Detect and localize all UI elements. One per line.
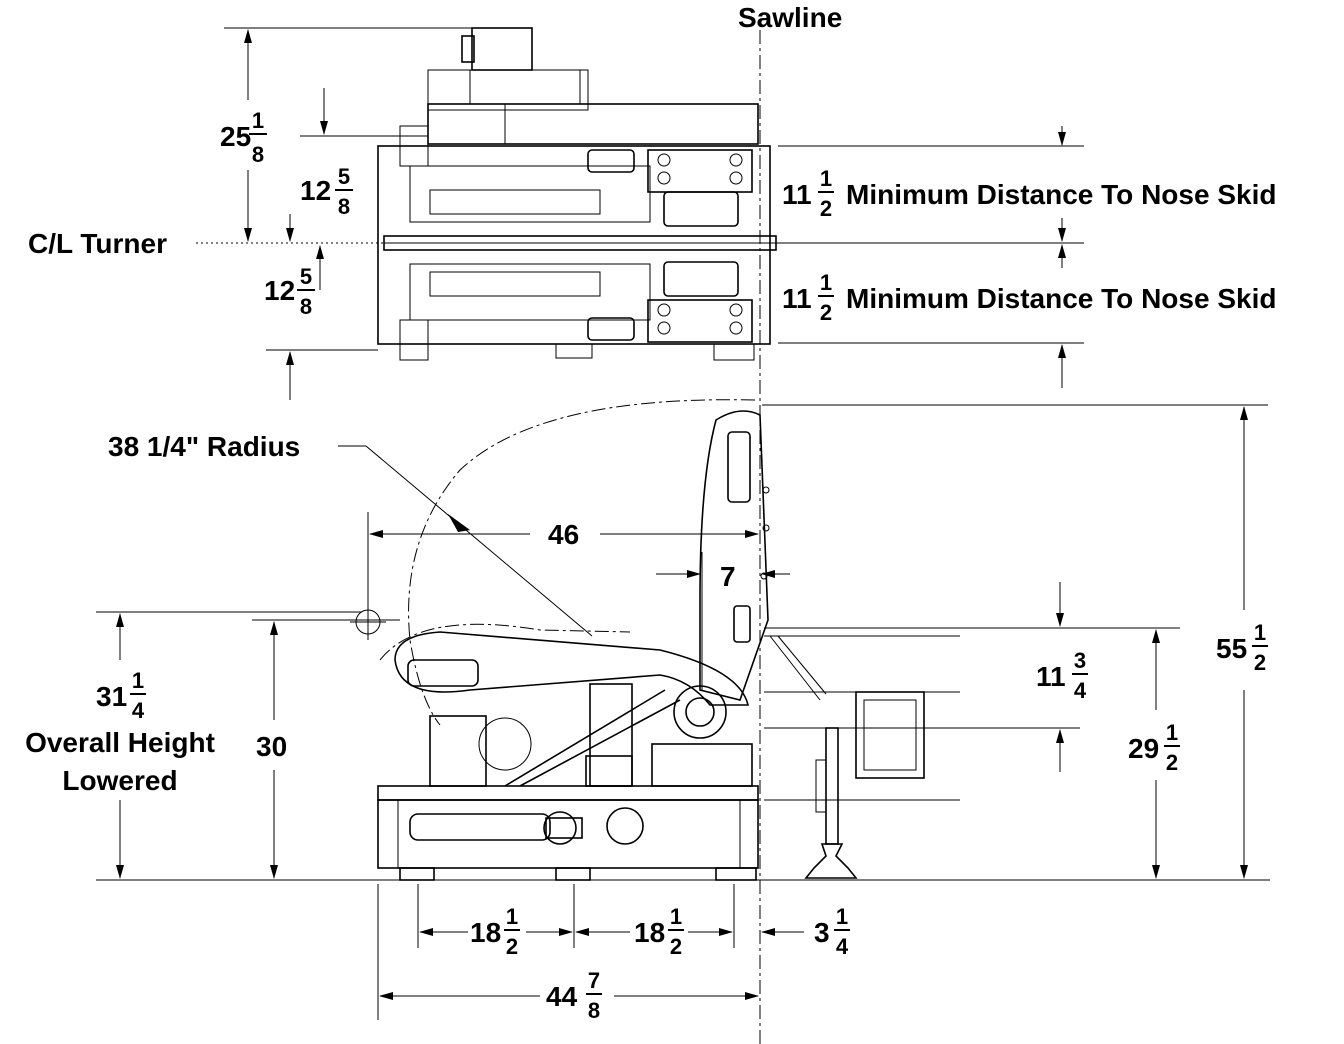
dim-nose-upper-whole: 11: [782, 179, 812, 210]
plan-extension-lines: [224, 27, 1084, 351]
dim-height-overall-den: 4: [132, 698, 145, 723]
dim-infeed-den: 4: [1074, 678, 1087, 703]
base-extension-lines: [377, 884, 735, 1020]
dim-height-30-value: 30: [256, 731, 287, 762]
dim-sawline-offset: 3 1 4: [761, 904, 850, 959]
dim-height-overall-whole: 31: [96, 681, 127, 712]
plan-view: [377, 27, 777, 361]
dim-nose-lower-num: 1: [820, 270, 832, 295]
dim-nose-lower-den: 2: [820, 300, 832, 325]
dim-total-height-num: 1: [1254, 620, 1266, 645]
dim-sawline-offset-whole: 3: [814, 917, 830, 948]
dim-lower-half-den: 8: [300, 294, 312, 319]
dim-upper-half-num: 5: [338, 164, 350, 189]
dim-bed-height: 29 1 2: [960, 627, 1180, 879]
dim-base-right-den: 2: [670, 934, 682, 959]
dim-base-total-den: 8: [588, 998, 600, 1023]
dim-bed-height-num: 1: [1166, 720, 1178, 745]
dim-infeed: 11 3 4: [764, 582, 1088, 772]
dim-reach: 46: [367, 512, 759, 614]
dim-base-right: 18 1 2: [575, 904, 733, 959]
dim-infeed-whole: 11: [1036, 661, 1066, 692]
sawline: Sawline: [738, 2, 842, 1044]
dim-lower-half-whole: 12: [264, 275, 295, 306]
overall-height-line2: Lowered: [62, 765, 177, 796]
dim-offset: 7: [656, 552, 790, 690]
dim-base-total-num: 7: [588, 968, 600, 993]
dim-infeed-num: 3: [1074, 648, 1086, 673]
dim-nose-lower: 11 1 2 Minimum Distance To Nose Skid: [782, 244, 1276, 388]
cl-turner-label: C/L Turner: [28, 228, 167, 259]
dim-base-left-num: 1: [506, 904, 518, 929]
dim-reach-value: 46: [548, 519, 579, 550]
dim-base-left-whole: 18: [470, 917, 501, 948]
dim-base-right-whole: 18: [634, 917, 665, 948]
elevation-view: [350, 399, 770, 881]
dim-total-height-den: 2: [1254, 650, 1266, 675]
dim-top-overall-whole: 25: [220, 121, 251, 152]
dim-lower-half-num: 5: [300, 264, 312, 289]
dim-bed-height-whole: 29: [1128, 733, 1159, 764]
radius-label: 38 1/4" Radius: [108, 431, 300, 462]
dim-base-total-whole: 44: [546, 981, 578, 1012]
dim-height-30: 30: [252, 619, 400, 879]
dim-lower-half: 12 5 8: [264, 245, 324, 400]
dim-base-left: 18 1 2: [419, 904, 573, 959]
centerline-turner: C/L Turner: [28, 228, 1084, 259]
dim-top-overall: 25 1 8: [220, 29, 267, 242]
nose-skid-deck: [764, 627, 960, 879]
dim-sawline-offset-num: 1: [836, 904, 848, 929]
dim-bed-height-den: 2: [1166, 750, 1178, 775]
dim-nose-upper: 11 1 2 Minimum Distance To Nose Skid: [782, 126, 1276, 242]
dim-height-overall: 31 1 4 Overall Height Lowered: [25, 611, 362, 879]
radius-callout: 38 1/4" Radius: [108, 431, 593, 637]
dim-upper-half-whole: 12: [300, 175, 331, 206]
dim-upper-half-den: 8: [338, 194, 350, 219]
overall-height-line1: Overall Height: [25, 727, 215, 758]
dim-top-overall-den: 8: [252, 142, 264, 167]
nose-skid-upper-label: Minimum Distance To Nose Skid: [846, 179, 1276, 210]
dim-total-height-whole: 55: [1216, 633, 1247, 664]
dim-base-left-den: 2: [506, 934, 518, 959]
sawline-label: Sawline: [738, 2, 842, 33]
dim-nose-upper-den: 2: [820, 196, 832, 221]
nose-skid-lower-label: Minimum Distance To Nose Skid: [846, 283, 1276, 314]
dim-nose-upper-num: 1: [820, 166, 832, 191]
dim-base-total: 44 7 8: [379, 968, 759, 1023]
dim-sawline-offset-den: 4: [836, 934, 849, 959]
dim-base-right-num: 1: [670, 904, 682, 929]
dim-nose-lower-whole: 11: [782, 283, 812, 314]
dim-offset-value: 7: [720, 561, 736, 592]
dim-total-height: 55 1 2: [762, 404, 1268, 879]
dim-upper-half: 12 5 8: [286, 88, 353, 242]
dim-height-overall-num: 1: [132, 668, 144, 693]
dim-top-overall-num: 1: [252, 108, 264, 133]
